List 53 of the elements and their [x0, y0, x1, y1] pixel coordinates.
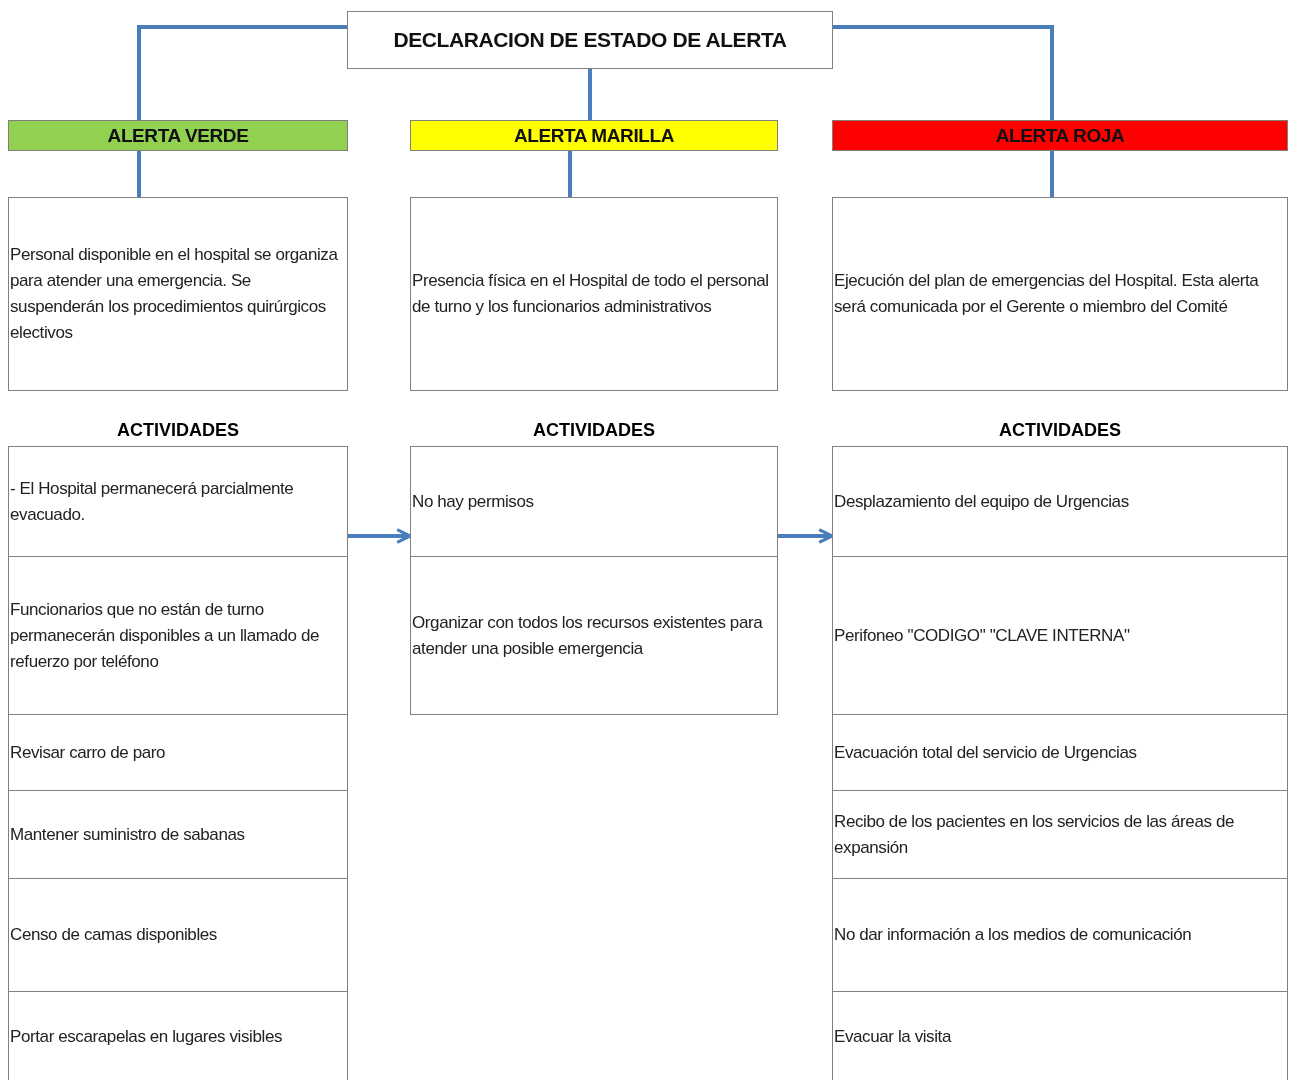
connector-line	[588, 69, 592, 120]
activity-text: Organizar con todos los recursos existentes para atender una posible emergencia	[411, 611, 764, 660]
activity-text: Funcionarios que no están de turno permanecerán disponibles a un llamado de refuerzo por teléfono	[9, 598, 321, 673]
connector-line	[1050, 151, 1054, 197]
alert-level-bar	[410, 120, 778, 151]
activity-box	[410, 446, 778, 557]
activity-text: Recibo de los pacientes en los servicios de las áreas de expansión	[833, 810, 1235, 859]
activity-text: Portar escarapelas en lugares visibles	[9, 1026, 284, 1048]
title-box	[347, 11, 833, 69]
activity-box	[8, 556, 348, 715]
activity-box	[8, 878, 348, 992]
activity-box	[8, 446, 348, 557]
activity-box	[8, 790, 348, 879]
section-heading: ACTIVIDADES	[532, 420, 656, 441]
activity-text: Censo de camas disponibles	[9, 924, 218, 946]
alert-level-label: ALERTA ROJA	[994, 123, 1126, 148]
alert-level-bar	[832, 120, 1288, 151]
arrow	[348, 528, 412, 544]
description-box	[410, 197, 778, 391]
description-box	[832, 197, 1288, 391]
description-text: Ejecución del plan de emergencias del Hospital. Esta alerta será comunicada por el Gerente o miembro del Comité	[833, 270, 1260, 318]
activity-box	[8, 991, 348, 1080]
alert-level-bar	[8, 120, 348, 151]
activity-text: Perifoneo "CODIGO" "CLAVE INTERNA"	[833, 624, 1131, 647]
description-text: Personal disponible en el hospital se organiza para atender una emergencia. Se suspenderán los procedimientos quirúrgicos electivos	[9, 244, 339, 344]
arrow	[778, 528, 834, 544]
section-heading: ACTIVIDADES	[998, 420, 1122, 441]
description-text: Presencia física en el Hospital de todo el personal de turno y los funcionarios administrativos	[411, 270, 770, 318]
alert-level-label: ALERTA MARILLA	[512, 123, 676, 148]
activity-box	[832, 446, 1288, 557]
activity-text: No dar información a los medios de comunicación	[833, 924, 1193, 946]
activity-text: - El Hospital permanecerá parcialmente evacuado.	[9, 477, 295, 526]
activity-box	[832, 790, 1288, 879]
connector-line	[137, 25, 347, 120]
activity-text: Desplazamiento del equipo de Urgencias	[833, 490, 1130, 513]
activity-text: Mantener suministro de sabanas	[9, 823, 246, 846]
activity-box	[832, 991, 1288, 1080]
activity-box	[8, 714, 348, 791]
activity-box	[832, 714, 1288, 791]
activity-text: Evacuación total del servicio de Urgencias	[833, 741, 1138, 764]
section-heading: ACTIVIDADES	[116, 420, 240, 441]
activity-text: Revisar carro de paro	[9, 741, 167, 764]
connector-line	[137, 151, 141, 197]
activity-box	[832, 878, 1288, 992]
title-text: DECLARACION DE ESTADO DE ALERTA	[392, 27, 788, 53]
description-box	[8, 197, 348, 391]
activity-text: No hay permisos	[411, 490, 535, 513]
activity-text: Evacuar la visita	[833, 1026, 952, 1048]
connector-line	[568, 151, 572, 197]
connector-line	[833, 25, 1054, 120]
alert-level-label: ALERTA VERDE	[106, 123, 250, 148]
activity-box	[410, 556, 778, 715]
activity-box	[832, 556, 1288, 715]
